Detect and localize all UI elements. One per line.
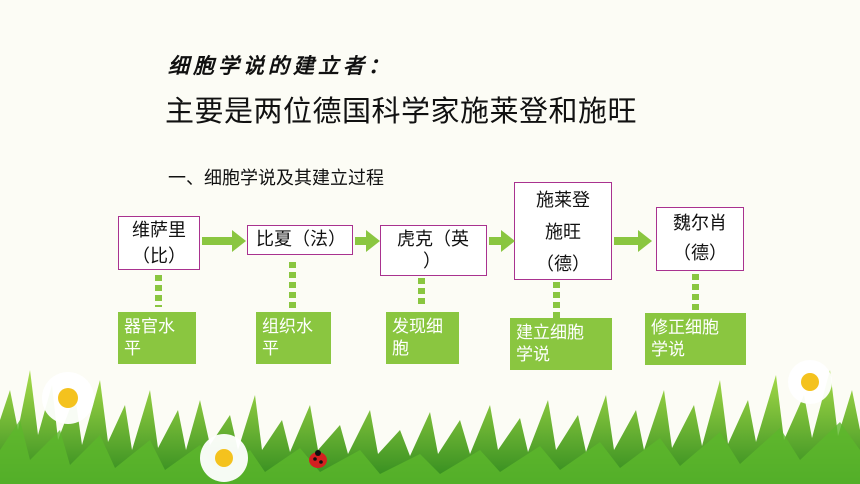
arrow-2 (355, 230, 380, 252)
scientist-name-2: 施旺 (545, 222, 581, 243)
contribution-revise-theory: 修正细胞 学说 (645, 313, 746, 365)
ladybug-icon (309, 450, 327, 468)
daisy-flower-right (788, 360, 832, 404)
daisy-flower-center (200, 434, 248, 482)
connector-3 (418, 278, 425, 308)
scientist-country: ） (423, 251, 441, 272)
connector-1 (155, 275, 162, 307)
heading: 细胞学说的建立者： (168, 53, 393, 78)
scientist-name: 虎克（英 (397, 229, 469, 250)
grass-flowers-decoration (0, 360, 860, 484)
scientist-box-virchow: 魏尔肖 （德） (656, 207, 744, 271)
contribution-tissue-level: 组织水 平 (256, 312, 331, 364)
connector-4 (553, 282, 560, 318)
contribution-establish-theory: 建立细胞 学说 (510, 318, 612, 370)
scientist-name: 维萨里 (132, 220, 186, 241)
scientist-country: （德） (673, 243, 727, 264)
scientist-country: （德） (536, 254, 590, 275)
arrow-3 (489, 230, 515, 252)
contribution-organ-level: 器官水 平 (118, 312, 196, 364)
main-statement: 主要是两位德国科学家施莱登和施旺 (165, 94, 638, 128)
scientist-box-bichat: 比夏（法） (247, 225, 353, 255)
scientist-box-hooke: 虎克（英 ） (380, 225, 487, 276)
scientist-country: （比） (132, 246, 186, 267)
daisy-flower-left (42, 372, 94, 424)
scientist-box-schleiden-schwann: 施莱登 施旺 （德） (514, 182, 612, 280)
arrow-1 (202, 230, 246, 252)
connector-5 (692, 274, 699, 310)
scientist-box-vesalius: 维萨里 （比） (118, 216, 200, 270)
scientist-name: 施莱登 (536, 190, 590, 211)
contribution-discover-cell: 发现细 胞 (386, 312, 459, 364)
connector-2 (289, 262, 296, 308)
section-title: 一、细胞学说及其建立过程 (168, 168, 384, 189)
scientist-name: 比夏（法） (256, 229, 346, 250)
scientist-name: 魏尔肖 (673, 213, 727, 234)
arrow-4 (614, 230, 652, 252)
